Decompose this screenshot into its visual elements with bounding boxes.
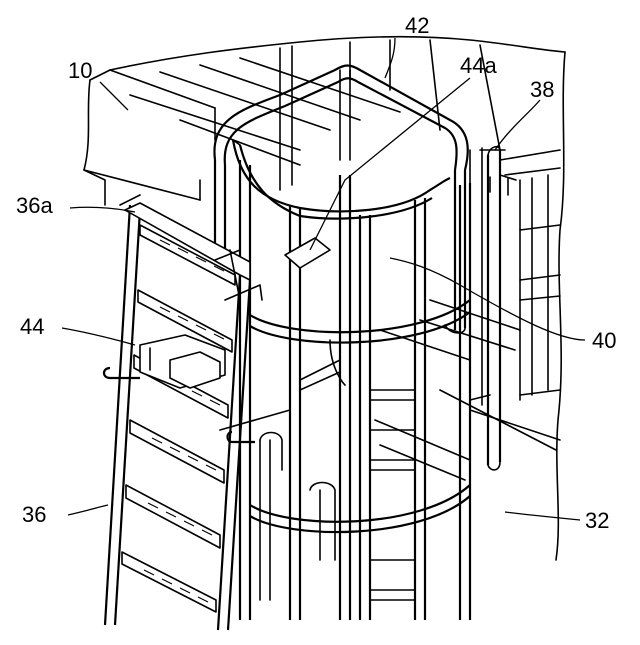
label-44a: 44a (460, 53, 497, 78)
label-32: 32 (585, 508, 609, 533)
label-36: 36 (22, 502, 46, 527)
deck-grating (110, 37, 565, 560)
label-38: 38 (530, 77, 554, 102)
label-44: 44 (20, 314, 44, 339)
leader-lines (62, 38, 585, 520)
label-36a: 36a (16, 193, 53, 218)
label-10: 10 (68, 58, 92, 83)
tread-holes (144, 240, 224, 602)
label-40: 40 (592, 328, 616, 353)
wall-10 (84, 70, 215, 205)
ladder-36 (105, 195, 250, 630)
cage-shaft (220, 70, 470, 620)
label-42: 42 (405, 13, 429, 38)
side-rail-38 (470, 147, 516, 470)
plate-44a (285, 238, 330, 280)
